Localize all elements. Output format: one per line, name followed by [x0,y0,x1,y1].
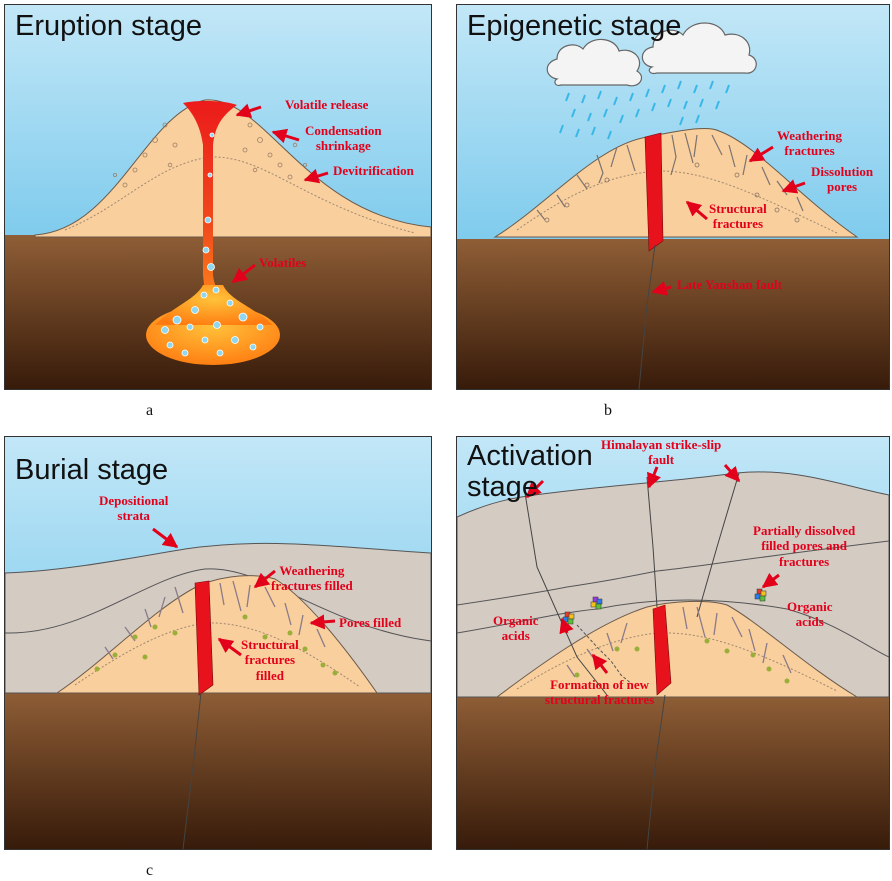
label-partially-dissolved: Partially dissolved filled pores and fra… [753,523,856,569]
panel-b-title: Epigenetic stage [467,10,682,42]
late-yanshan-fault [638,244,656,389]
uplifted-strata [457,471,889,698]
cloud-icon [546,22,757,87]
volcano-body [34,99,431,238]
dissolution-pores [544,162,800,223]
label-structural-fractures-filled: Structural fractures filled [241,637,299,683]
caption-b: b [604,402,612,419]
arrows-b [651,145,806,296]
filled-fractures [104,580,326,660]
panel-c-title: Burial stage [15,454,169,486]
label-volatile-release: Volatile release [285,97,369,112]
volcano-body [495,600,859,698]
activation-diagram [457,437,889,849]
panel-burial-stage: Burial stage Depositional strata Weather… [4,436,432,850]
label-organic-acids-left: Organic acids [493,613,539,644]
magma-conduit [183,100,237,310]
panel-epigenetic-stage: Epigenetic stage Weathering fractures Di… [456,4,890,390]
label-structural-fractures: Structural fractures [709,201,767,232]
fault-blocks [524,472,740,849]
filled-pores [94,614,338,676]
arrows-d [525,464,780,674]
label-late-yanshan-fault: Late Yanshan fault [677,277,782,292]
dyke [652,604,672,696]
label-devitrification: Devitrification [333,163,414,178]
epigenetic-diagram [457,5,889,389]
label-volatiles: Volatiles [259,255,307,270]
burial-diagram [5,437,431,849]
panel-a-title: Eruption stage [15,10,203,42]
arrows-a [231,103,329,284]
label-condensation-shrinkage: Condensation shrinkage [305,123,382,154]
weathering-fractures [536,132,804,221]
fault [182,692,202,849]
arrows-c [152,527,336,657]
label-weathering-fractures-filled: Weathering fractures filled [271,563,353,594]
ground [457,239,889,389]
label-weathering-fractures: Weathering fractures [777,128,842,159]
eruption-diagram [5,5,431,389]
volcano-body [55,575,378,694]
dyke [194,580,214,696]
label-organic-acids-right: Organic acids [787,599,833,630]
panel-d-title: Activation stage [467,440,593,504]
caption-a: a [146,402,154,419]
ground [457,695,889,849]
label-new-structural-fractures: Formation of new structural fractures [545,677,655,708]
label-depositional-strata: Depositional strata [99,493,169,524]
label-dissolution-pores: Dissolution pores [811,164,874,195]
ground [5,691,431,849]
new-fractures-dashed [576,624,634,686]
label-pores-filled: Pores filled [339,615,402,630]
vesicles-a [113,122,307,188]
volatile-bubbles [161,132,264,357]
rain [559,80,730,140]
panel-eruption-stage: Eruption stage Volatile release Condensa… [4,4,432,390]
caption-c: c [146,862,154,879]
label-himalayan-strike-slip-fault: Himalayan strike-slip fault [601,437,722,468]
panel-activation-stage: Activation stage Himalayan strike-slip f… [456,436,890,850]
dyke [644,132,664,252]
